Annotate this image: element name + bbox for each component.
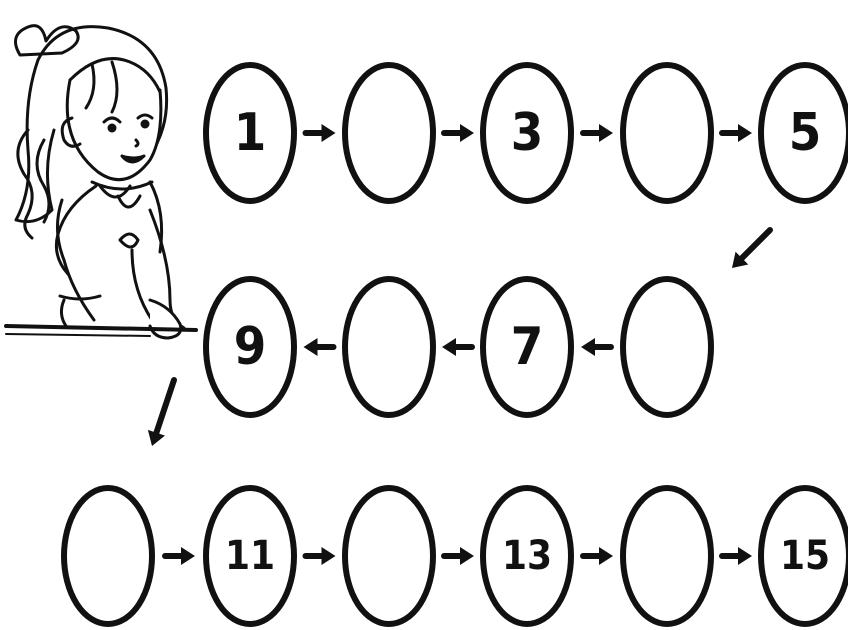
- arrow-right-icon: [722, 547, 752, 565]
- arrow-right-icon: [444, 124, 474, 142]
- arrow-right-icon: [583, 124, 613, 142]
- circle-number: 15: [780, 533, 830, 579]
- blank-circle: [345, 488, 433, 624]
- girl-illustration: [6, 26, 196, 338]
- arrow-down-left-icon: [732, 230, 770, 268]
- number-circle: 5: [761, 65, 848, 201]
- blank-circle: [345, 65, 433, 201]
- circle-number: 3: [511, 103, 544, 163]
- arrow-left-icon: [442, 338, 472, 356]
- arrow-left-icon: [304, 338, 334, 356]
- number-circle: 15: [761, 488, 848, 624]
- number-circle: 7: [483, 279, 571, 415]
- number-circle: 11: [206, 488, 294, 624]
- arrow-down-left-icon: [148, 380, 174, 446]
- circle-number: 11: [225, 533, 275, 579]
- number-circle: 13: [483, 488, 571, 624]
- arrow-right-icon: [583, 547, 613, 565]
- blank-circle: [623, 65, 711, 201]
- circle-number: 5: [789, 103, 822, 163]
- blank-circle: [345, 279, 433, 415]
- blank-circle: [64, 488, 152, 624]
- circle-number: 1: [234, 103, 267, 163]
- arrow-right-icon: [306, 547, 336, 565]
- arrow-right-icon: [306, 124, 336, 142]
- number-circle: 9: [206, 279, 294, 415]
- circle-number: 9: [234, 317, 267, 377]
- arrow-right-icon: [444, 547, 474, 565]
- arrow-right-icon: [722, 124, 752, 142]
- circle-number: 13: [502, 533, 552, 579]
- blank-circle: [623, 279, 711, 415]
- circle-number: 7: [511, 317, 544, 377]
- number-circle: 1: [206, 65, 294, 201]
- blank-circle: [623, 488, 711, 624]
- number-circle: 3: [483, 65, 571, 201]
- arrow-left-icon: [581, 338, 611, 356]
- arrow-right-icon: [165, 547, 195, 565]
